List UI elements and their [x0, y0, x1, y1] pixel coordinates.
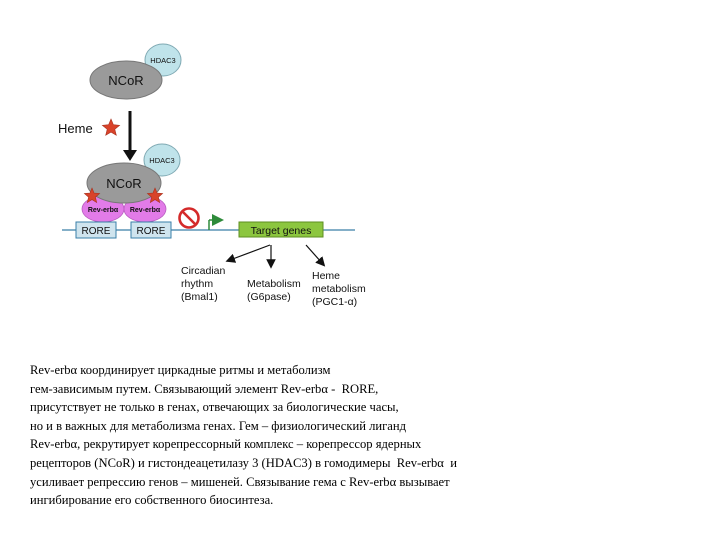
receptor-right-label: Rev-erbα — [130, 207, 161, 214]
target-genes-label: Target genes — [251, 225, 312, 237]
output-heme-metabolism: Heme metabolism (PGC1-α) — [312, 270, 369, 308]
caption-line: присутствует не только в генах, отвечающ… — [30, 400, 399, 415]
caption-line: но и в важных для метаболизма генах. Гем… — [30, 418, 407, 433]
rev-erb-mechanism-diagram: HDAC3 NCoR Heme Rev-erbα Rev-erbα HDAC3 … — [58, 43, 369, 308]
no-entry-icon — [178, 207, 200, 229]
rore-box-left — [75, 221, 117, 239]
rore-box-right — [130, 221, 172, 239]
rore-label-left: RORE — [82, 226, 111, 237]
heme-star-icon — [101, 118, 121, 136]
caption-line: Rev-erbα координирует циркадные ритмы и … — [30, 363, 331, 377]
output-metabolism-line: Metabolism — [247, 278, 301, 290]
caption-line: гем-зависимым путем. Связывающий элемент… — [30, 381, 379, 396]
output-heme-line: Heme — [312, 270, 340, 282]
arrow-to-heme-metabolism — [305, 244, 326, 267]
top-ncor-ellipse — [89, 60, 163, 100]
output-metabolism: Metabolism (G6pase) — [247, 278, 304, 303]
output-arrows — [225, 244, 326, 269]
output-labels: Circadian rhythm (Bmal1) Metabolism (G6p… — [181, 265, 369, 308]
rore-label-right: RORE — [137, 226, 166, 237]
output-heme-line: metabolism — [312, 283, 366, 295]
heme-star-right-icon — [146, 187, 164, 204]
top-hdac3-label: HDAC3 — [150, 56, 175, 65]
caption-line: усиливает репрессию генов – мишеней. Свя… — [30, 474, 450, 489]
bound-ncor-label: NCoR — [106, 176, 141, 191]
bound-corepressor-complex: Rev-erbα Rev-erbα HDAC3 NCoR — [81, 143, 181, 223]
target-genes: Target genes — [238, 221, 324, 238]
rore-elements: RORE RORE — [75, 221, 172, 239]
top-corepressor-complex: HDAC3 NCoR — [89, 43, 182, 100]
bound-hdac3-label: HDAC3 — [149, 156, 174, 165]
caption-text: Rev-erbα координирует циркадные ритмы и … — [30, 361, 690, 510]
heme-star-left-icon — [83, 187, 101, 204]
caption-line: Rev-erbα, рекрутирует корепрессорный ком… — [30, 437, 422, 452]
receptor-left-label: Rev-erbα — [88, 207, 119, 214]
transcription-block — [178, 207, 224, 230]
output-circadian-line: rhythm — [181, 278, 213, 290]
heme-label: Heme — [58, 121, 93, 136]
arrow-to-circadian — [225, 244, 271, 263]
output-heme-line: (PGC1-α) — [312, 296, 357, 308]
target-genes-box — [238, 221, 324, 238]
bound-hdac3-ellipse — [143, 143, 181, 177]
heme-input: Heme — [58, 111, 137, 161]
caption-line: рецепторов (NCoR) и гистондеацетилазу 3 … — [30, 455, 457, 470]
output-circadian: Circadian rhythm (Bmal1) — [181, 265, 228, 303]
top-ncor-label: NCoR — [108, 73, 143, 88]
output-circadian-line: Circadian — [181, 265, 226, 277]
heme-binding-arrowhead — [123, 150, 137, 161]
output-metabolism-line: (G6pase) — [247, 291, 291, 303]
output-circadian-line: (Bmal1) — [181, 291, 218, 303]
no-entry-slash — [181, 210, 197, 226]
bound-ncor-ellipse — [86, 162, 162, 204]
caption-line: ингибирование его собственного биосинтез… — [30, 493, 274, 508]
